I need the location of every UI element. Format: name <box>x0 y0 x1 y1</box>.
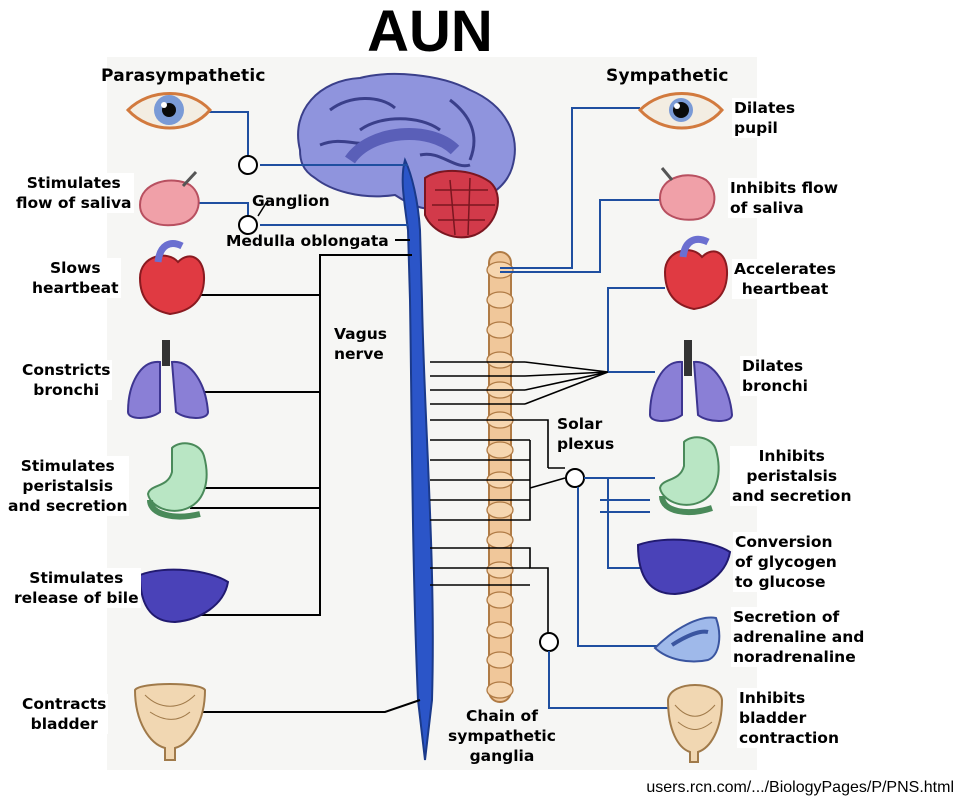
stomach-icon <box>146 442 208 520</box>
salivary-gland-icon <box>138 170 200 227</box>
effect-label: Inhibits peristalsis and secretion <box>730 446 854 506</box>
heart-icon <box>138 240 206 316</box>
ganglion-label: Ganglion <box>252 192 330 210</box>
effect-label: Dilates pupil <box>732 98 798 138</box>
effect-label: Conversion of glycogen to glucose <box>733 532 839 592</box>
effect-label: Accelerates heartbeat <box>732 259 838 299</box>
medulla-label: Medulla oblongata <box>226 232 389 250</box>
liver-icon <box>636 538 732 596</box>
stomach-icon <box>658 436 720 515</box>
effect-label: Secretion of adrenaline and noradrenalin… <box>731 607 867 667</box>
heart-icon <box>663 235 729 311</box>
sympathetic-chain <box>486 251 514 703</box>
chain-label: Chain of sympathetic ganglia <box>448 707 556 765</box>
lungs-icon <box>648 340 734 422</box>
vagus-nerve-lines <box>180 239 421 713</box>
lungs-icon <box>126 340 210 419</box>
effect-label: Contracts bladder <box>20 694 109 734</box>
bladder-icon <box>666 684 724 763</box>
ganglion-node <box>238 155 258 175</box>
effect-label: Stimulates release of bile <box>12 568 141 608</box>
eye-icon <box>637 92 724 130</box>
salivary-gland-icon <box>658 167 716 221</box>
solar-plexus-node <box>565 468 585 488</box>
effect-label: Slows heartbeat <box>30 258 121 298</box>
spinal-cord <box>401 157 434 761</box>
ganglion-node <box>539 632 559 652</box>
effect-label: Dilates bronchi <box>740 356 810 396</box>
effect-label: Stimulates flow of saliva <box>14 173 134 213</box>
parasympathetic-header: Parasympathetic <box>101 66 266 86</box>
vagus-nerve-label: Vagus nerve <box>334 325 387 363</box>
page-title: AUN <box>367 0 493 64</box>
effect-label: Constricts bronchi <box>20 360 113 400</box>
ganglion-node <box>238 215 258 235</box>
bladder-icon <box>133 683 207 761</box>
adrenal-gland-icon <box>653 616 721 663</box>
preganglionic-fibers <box>430 361 609 634</box>
solar-plexus-label: Solar plexus <box>557 415 615 453</box>
source-caption: users.rcn.com/.../BiologyPages/P/PNS.htm… <box>646 779 954 796</box>
effect-label: Inhibits bladder contraction <box>737 688 841 748</box>
sympathetic-nerves <box>500 107 665 373</box>
eye-icon <box>125 92 212 130</box>
effect-label: Inhibits flow of saliva <box>728 178 841 218</box>
brain-icon <box>297 73 516 239</box>
cerebellum-icon <box>424 169 499 239</box>
sympathetic-header: Sympathetic <box>606 66 729 86</box>
liver-icon <box>138 568 230 624</box>
effect-label: Stimulates peristalsis and secretion <box>6 456 130 516</box>
